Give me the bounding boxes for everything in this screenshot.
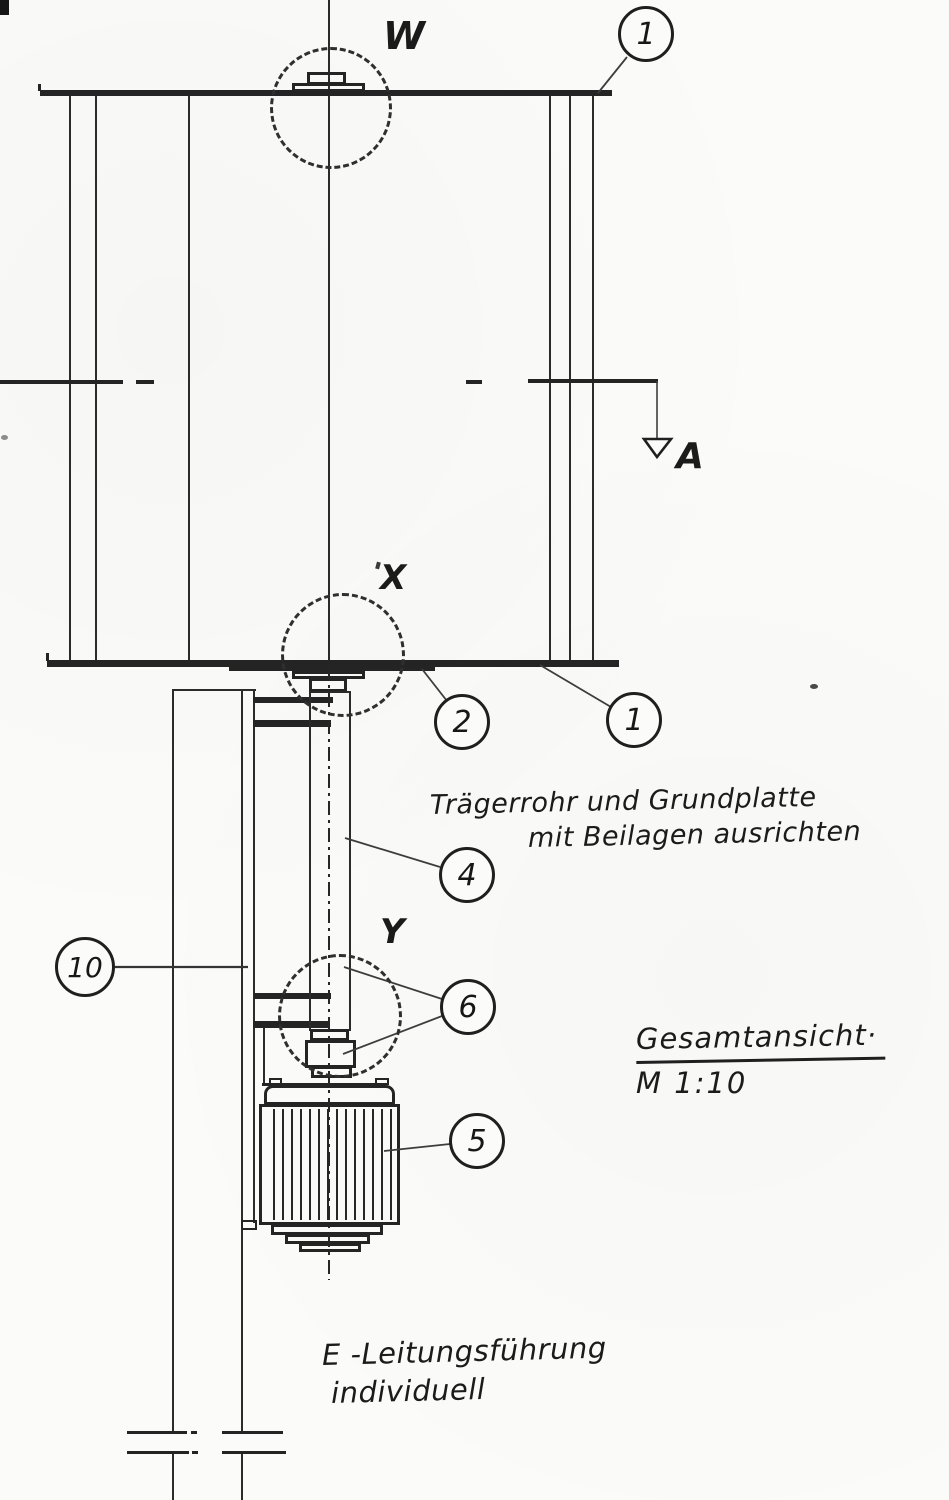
motor-flange-2 [285,1234,370,1244]
balloon-base-plate: 2 [434,694,490,750]
pipe-break-upper-left [127,1431,187,1434]
pipe-break-lower-dot [192,1451,198,1454]
detail-label-y: Y [380,912,405,952]
section-cut-line-right [528,379,658,383]
balloon-motor: 5 [449,1113,505,1169]
motor-cap-ear-right [375,1078,389,1085]
detail-circle-y [278,954,402,1078]
detail-label-w: W [383,14,425,58]
cable-note-line2: individuell [330,1371,486,1410]
column-clamp-plate [253,689,255,1223]
section-label-a: A [676,436,704,477]
column-right-edge-lower [241,1452,243,1500]
pipe-break-lower-right [222,1451,286,1454]
balloon-column: 10 [55,937,115,997]
balloon-motor-number: 5 [467,1123,487,1159]
view-scale: M 1:10 [636,1066,748,1100]
clamp-arm-upper-1 [253,697,333,703]
leader-balloon-1-bottom [539,664,612,708]
leader-balloon-2 [421,668,448,702]
scan-speck-1 [810,684,818,689]
drum-blade-edge-left [188,96,190,662]
drum-wall-left-outer [69,96,71,662]
section-cut-dash-right [466,380,482,384]
drum-wall-left-inner [95,96,97,662]
view-title: Gesamtansicht· [635,1017,886,1064]
bottom-end-plate-tick [46,653,49,661]
balloon-bottom-end-plate-number: 1 [624,702,644,738]
section-arrow-head [641,437,674,460]
motor-cap-ear-left [269,1078,282,1085]
leader-balloon-1-top [597,56,628,94]
scan-speck-2 [1,435,8,440]
pipe-break-lower-left [127,1451,189,1454]
column-top-edge [172,689,256,691]
section-cut-line-left [0,380,123,384]
column-right-edge-upper [241,689,243,1434]
section-cut-dash-left [136,380,154,384]
scan-artifact-corner [0,0,9,15]
balloon-coupling: 6 [440,979,496,1035]
support-tube-left-wall [309,691,311,1031]
rotor-shaft-centerline [328,0,330,662]
balloon-base-plate-number: 2 [452,704,472,740]
leader-balloon-4 [344,837,441,868]
clamp-arm-upper-2 [253,720,331,727]
motor-bracket-vertical [263,1027,265,1085]
detail-circle-x [281,593,405,717]
detail-label-x: X [380,558,407,598]
balloon-coupling-number: 6 [458,989,478,1025]
motor-hanger-plate [262,1083,379,1086]
motor-flange-3 [299,1243,361,1252]
column-left-edge-upper [172,689,174,1434]
balloon-support-tube-number: 4 [457,857,477,893]
support-tube-right-wall [349,691,351,1031]
pipe-break-upper-right [222,1431,283,1434]
column-left-edge-lower [172,1452,174,1500]
balloon-support-tube: 4 [439,847,495,903]
leader-balloon-5 [383,1143,451,1152]
motor-flange-1 [271,1224,383,1235]
balloon-column-number: 10 [67,950,103,984]
balloon-bottom-end-plate: 1 [606,692,662,748]
detail-circle-w [270,47,392,169]
bracket-foot [241,1220,257,1230]
balloon-top-end-plate: 1 [618,6,674,62]
pipe-break-upper-dot [191,1431,197,1434]
balloon-top-end-plate-number: 1 [636,16,656,52]
top-end-plate-tick [38,84,41,91]
